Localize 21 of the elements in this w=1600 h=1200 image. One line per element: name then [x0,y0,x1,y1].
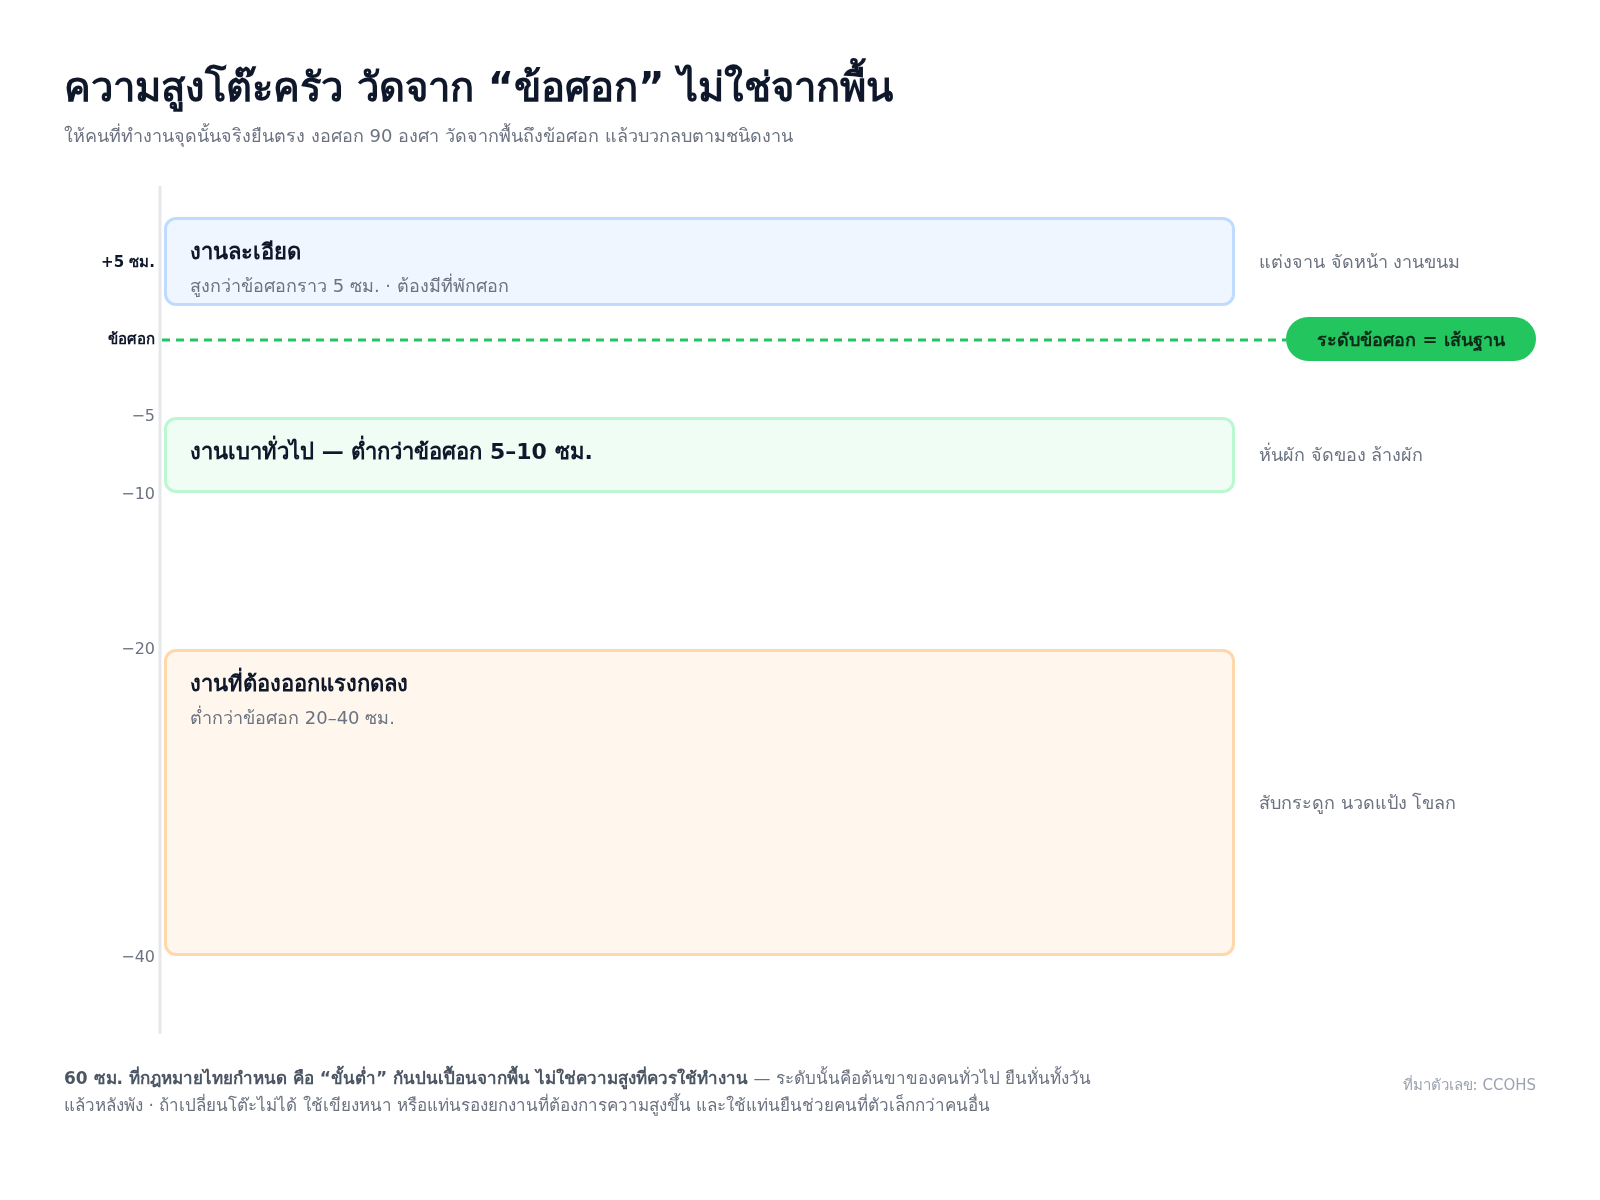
example-text: หั่นผัก จัดของ ล้างผัก [1259,442,1424,467]
example-text: แต่งจาน จัดหน้า งานขนม [1259,250,1461,274]
source-note: ที่มาตัวเลข: CCOHS [1402,1074,1536,1096]
subtitle: ให้คนที่ทำงานจุดนั้นจริงยืนตรง งอศอก 90 องศา วัดจากพื้นถึงข้อศอก แล้วบวกลบตามชนิดงาน [64,123,793,149]
axis-label: −40 [121,946,155,968]
height-band [164,417,1235,493]
axis-label: −10 [121,483,155,505]
band-heading: งานละเอียด [190,238,301,266]
axis-label: −5 [131,405,155,427]
axis-label: −20 [121,638,155,660]
band-heading: งานเบาทั่วไป — ต่ำกว่าข้อศอก 5–10 ซม. [190,437,593,467]
axis-label: +5 ซม. [101,252,155,273]
axis-label: ข้อศอก [108,329,155,350]
height-band [164,649,1235,956]
band-note: สูงกว่าข้อศอกราว 5 ซม. · ต้องมีที่พักศอก [190,272,509,299]
band-heading: งานที่ต้องออกแรงกดลง [190,669,408,699]
height-band [164,217,1235,306]
example-text: สับกระดูก นวดแป้ง โขลก [1259,791,1457,816]
baseline-pill: ระดับข้อศอก = เส้นฐาน [1286,317,1536,361]
footnote: 60 ซม. ที่กฎหมายไทยกำหนด คือ “ขั้นต่ำ” กันปนเปื้อนจากพื้น ไม่ใช่ความสูงที่ควรใช้ทำงาน — ระดับนั้นคือต้นขาของคนทั่วไป ยืนหั่นทั้งวันแล้วหลังพัง · ถ้าเปลี่ยนโต๊ะไม่ได้ ใช้เขียงหนา หรือแท่นรองยกงานที่ต้องการความสูงขึ้น และใช้แท่นยืนช่วยคนที่ตัวเล็กกว่าคนอื่น [64,1065,1104,1119]
band-note: ต่ำกว่าข้อศอก 20–40 ซม. [190,704,395,730]
